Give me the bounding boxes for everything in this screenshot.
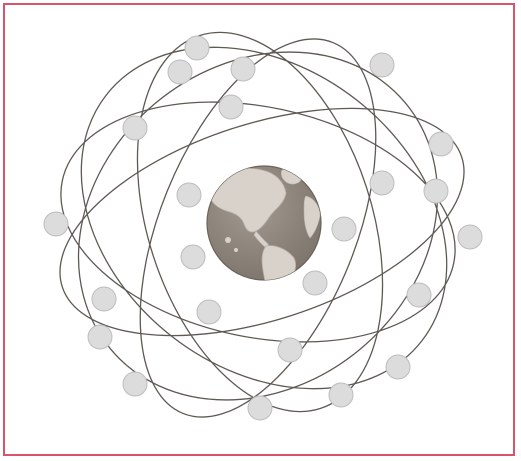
satellite-icon: [429, 132, 453, 156]
satellite-icon: [370, 171, 394, 195]
satellite-icon: [219, 95, 243, 119]
satellite-icon: [92, 287, 116, 311]
satellite-icon: [278, 338, 302, 362]
satellite-icon: [303, 271, 327, 295]
satellite-icon: [424, 179, 448, 203]
satellite-icon: [123, 372, 147, 396]
satellite-icon: [168, 60, 192, 84]
satellite-icon: [231, 57, 255, 81]
satellite-icon: [370, 53, 394, 77]
satellite-icon: [248, 396, 272, 420]
satellite-icon: [177, 183, 201, 207]
satellite-icon: [332, 217, 356, 241]
satellite-icon: [329, 383, 353, 407]
satellite-icon: [44, 212, 68, 236]
satellite-icon: [185, 36, 209, 60]
satellite-icon: [386, 355, 410, 379]
satellite-icon: [123, 116, 147, 140]
satellite-icon: [197, 300, 221, 324]
satellite-icon: [407, 283, 431, 307]
satellite-icon: [458, 225, 482, 249]
satellite-icon: [181, 245, 205, 269]
satellite-icon: [88, 325, 112, 349]
